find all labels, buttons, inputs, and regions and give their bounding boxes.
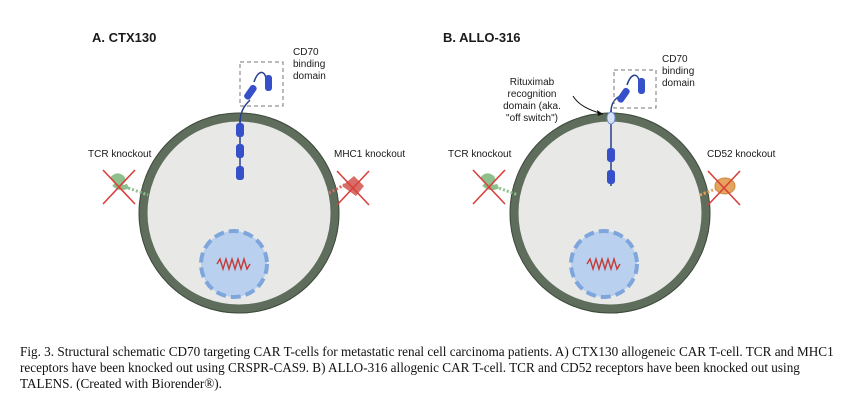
switch-label-line4: "off switch") bbox=[506, 113, 558, 124]
car-hinge-a bbox=[239, 99, 251, 124]
dna-a bbox=[216, 256, 251, 272]
tcr-knockout-label-b: TCR knockout bbox=[448, 149, 512, 160]
switch-label-line1: Rituximab bbox=[510, 77, 555, 88]
tcr-receptor-b bbox=[480, 173, 496, 186]
cell-a-outline bbox=[138, 112, 340, 314]
scfv-b2 bbox=[638, 78, 645, 94]
cd52-knockout-label: CD52 knockout bbox=[707, 149, 776, 160]
tcr-knockout-label-a: TCR knockout bbox=[88, 149, 152, 160]
binding-domain-box-b bbox=[613, 69, 657, 109]
car-signal-domain-b2 bbox=[607, 170, 615, 184]
cell-a bbox=[138, 112, 340, 314]
dna-b bbox=[586, 256, 621, 272]
car-signal-domain-a1 bbox=[236, 144, 244, 158]
scfv-a2 bbox=[265, 75, 272, 91]
knockout-cross-mhc1-2 bbox=[336, 170, 370, 206]
tcr-receptor-a bbox=[110, 173, 126, 186]
schematic-diagram: A. CTX130 CD70 binding domain TCR knocko… bbox=[88, 30, 776, 314]
panel-b-title: B. ALLO-316 bbox=[443, 30, 521, 45]
binding-label-b-line3: domain bbox=[662, 78, 695, 89]
binding-label-b-line2: binding bbox=[662, 66, 694, 77]
binding-label-b-line1: CD70 bbox=[662, 54, 688, 65]
binding-domain-box-a bbox=[239, 61, 284, 107]
figure-caption: Fig. 3. Structural schematic CD70 target… bbox=[20, 344, 834, 391]
binding-label-a-line3: domain bbox=[293, 71, 326, 82]
scfv-b1 bbox=[617, 87, 630, 103]
panel-b: B. ALLO-316 CD70 binding domain Rituxima… bbox=[443, 30, 776, 314]
car-transmembrane-a bbox=[236, 123, 244, 137]
off-switch-domain bbox=[606, 111, 616, 125]
panel-a-title: A. CTX130 bbox=[92, 30, 156, 45]
nucleus-a-envelope bbox=[199, 229, 269, 299]
scfv-linker-b bbox=[626, 74, 640, 86]
scfv-linker-a bbox=[253, 71, 267, 83]
mhc1-knockout-label: MHC1 knockout bbox=[334, 149, 405, 160]
cd52-stalk bbox=[699, 186, 719, 197]
switch-label-line2: recognition bbox=[508, 89, 557, 100]
knockout-cross-tcr-a-2 bbox=[102, 169, 136, 205]
binding-label-a-line2: binding bbox=[293, 59, 325, 70]
car-signal-domain-a2 bbox=[236, 166, 244, 180]
car-signal-domain-b1 bbox=[607, 148, 615, 162]
nucleus-b-envelope bbox=[569, 229, 639, 299]
scfv-a1 bbox=[244, 84, 257, 100]
panel-a: A. CTX130 CD70 binding domain TCR knocko… bbox=[88, 30, 405, 314]
knockout-cross-cd52-2 bbox=[707, 170, 741, 206]
knockout-cross-tcr-b-2 bbox=[472, 169, 506, 205]
binding-label-a-line1: CD70 bbox=[293, 47, 319, 58]
switch-pointer-arrowhead bbox=[597, 110, 603, 116]
switch-label-line3: domain (aka. bbox=[503, 101, 561, 112]
